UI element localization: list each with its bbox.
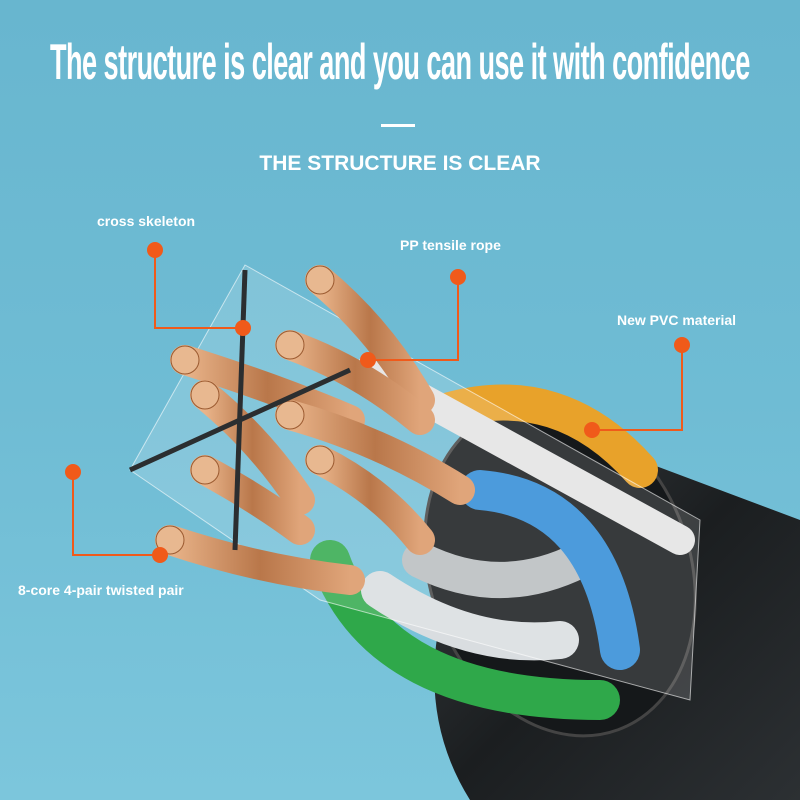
headline: The structure is clear and you can use i… xyxy=(50,34,750,90)
callout-dot xyxy=(674,337,690,353)
copper-conductors xyxy=(155,265,475,595)
callout-dot xyxy=(235,320,251,336)
section-subtitle: THE STRUCTURE IS CLEAR xyxy=(259,152,541,175)
gray-wire xyxy=(402,542,598,598)
label-pvc-material: New PVC material xyxy=(617,312,737,328)
callout-line-pp-rope xyxy=(368,277,459,361)
callout-line-cross-skeleton xyxy=(154,250,243,329)
callout-dot xyxy=(147,242,163,258)
callout-dot xyxy=(360,352,376,368)
callout-line-twisted-pair xyxy=(72,472,160,556)
cross-skeleton xyxy=(128,269,352,551)
orange-wire xyxy=(432,384,658,488)
callout-dot xyxy=(450,269,466,285)
strand-ends xyxy=(155,265,335,555)
callout-line-pvc xyxy=(592,345,683,431)
callout-dot xyxy=(584,422,600,438)
callout-dot xyxy=(152,547,168,563)
label-pp-tensile-rope: PP tensile rope xyxy=(400,237,501,253)
label-twisted-pair: 8-core 4-pair twisted pair xyxy=(18,582,184,598)
blue-wire xyxy=(460,470,640,670)
callout-dot xyxy=(65,464,81,480)
label-cross-skeleton: cross skeleton xyxy=(97,213,196,229)
white-wire xyxy=(361,571,579,661)
title-divider xyxy=(381,124,415,127)
